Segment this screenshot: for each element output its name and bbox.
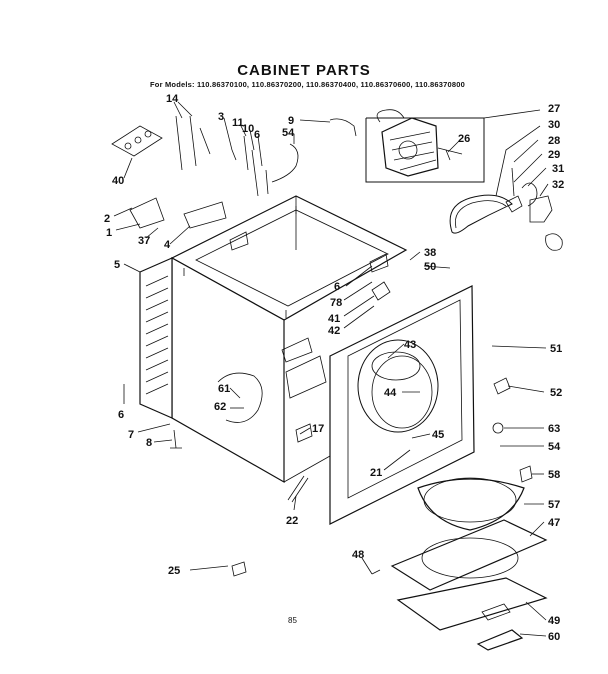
callout-51: 51 [550,343,562,355]
callout-49: 49 [548,615,560,627]
callout-48: 48 [352,549,364,561]
callout-63: 63 [548,423,560,435]
callout-10: 10 [242,123,254,135]
callout-6-left: 6 [118,409,124,421]
callout-1: 1 [106,227,112,239]
callout-58: 58 [548,469,560,481]
callout-9: 9 [288,115,294,127]
callout-43: 43 [404,339,416,351]
callout-5: 5 [114,259,120,271]
callout-37: 37 [138,235,150,247]
idler-assembly [505,167,563,251]
motor-assembly [365,109,485,183]
callout-6-top: 6 [254,129,260,141]
rear-panel [139,257,173,419]
callout-47: 47 [548,517,560,529]
callout-40: 40 [112,175,124,187]
callout-8: 8 [146,437,152,449]
callout-30: 30 [548,119,560,131]
models-line: For Models: 110.86370100, 110.86370200, … [150,80,466,89]
callout-27: 27 [548,103,560,115]
callout-32: 32 [552,179,564,191]
callout-54-top: 54 [282,127,295,139]
base-parts [390,477,548,651]
callout-7: 7 [128,429,134,441]
drum-belt [449,194,513,234]
callout-62: 62 [214,401,226,413]
callout-50: 50 [424,261,436,273]
callout-4: 4 [164,239,171,251]
callout-54-right: 54 [548,441,561,453]
callout-14: 14 [166,93,179,105]
leader-lines [113,101,549,637]
callout-6-mid: 6 [334,281,340,293]
callout-31: 31 [552,163,564,175]
front-panel [329,285,475,525]
callout-21: 21 [370,467,382,479]
page-number: 85 [288,616,297,625]
callout-17: 17 [312,423,324,435]
callout-41: 41 [328,313,340,325]
callout-52: 52 [550,387,562,399]
callout-26: 26 [458,133,470,145]
callout-44: 44 [384,387,397,399]
callout-2: 2 [104,213,110,225]
callout-61: 61 [218,383,230,395]
callout-45: 45 [432,429,444,441]
callout-11: 11 [232,117,244,129]
callout-3: 3 [218,111,224,123]
callout-38: 38 [424,247,436,259]
callout-57: 57 [548,499,560,511]
diagram-title: CABINET PARTS [237,62,371,79]
callout-labels: 14 3 11 10 9 6 54 27 30 28 29 31 32 26 4… [104,93,564,643]
interior-parts [170,231,533,577]
callout-42: 42 [328,325,340,337]
callout-60: 60 [548,631,560,643]
callout-25: 25 [168,565,180,577]
callout-22: 22 [286,515,298,527]
callout-29: 29 [548,149,560,161]
small-parts-left [111,115,357,229]
cabinet-body [170,195,408,484]
callout-78: 78 [330,297,342,309]
callout-28: 28 [548,135,560,147]
